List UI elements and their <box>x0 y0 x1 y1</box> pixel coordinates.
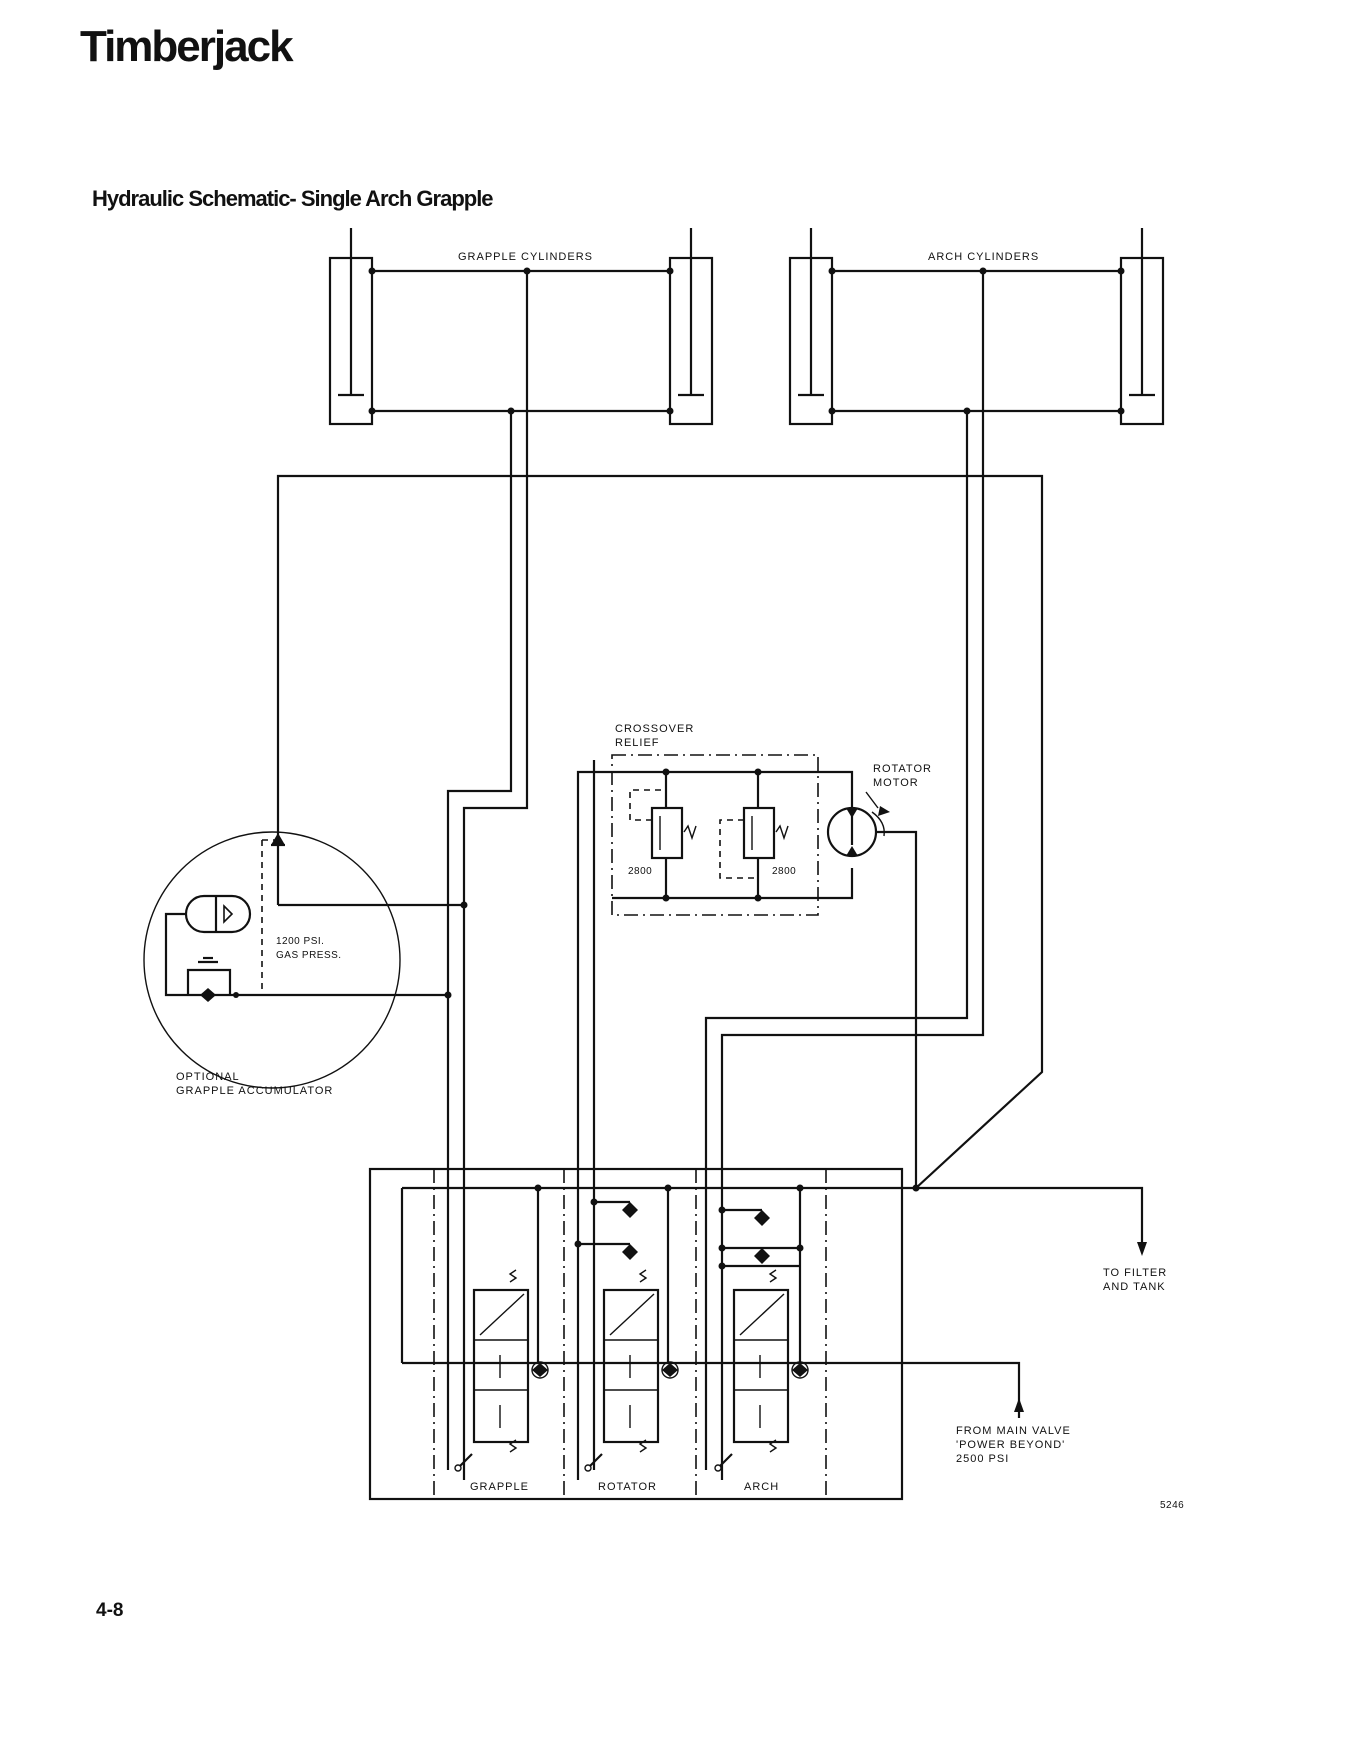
valve-arch-label: ARCH <box>744 1481 779 1493</box>
accumulator-callout-circle <box>144 832 400 1088</box>
relief-setting-right: 2800 <box>772 866 796 877</box>
accumulator-label-2: GRAPPLE ACCUMULATOR <box>176 1085 333 1097</box>
relief-valve-right <box>744 808 774 858</box>
accumulator-label-1: OPTIONAL <box>176 1071 240 1083</box>
accumulator-icon <box>186 896 250 932</box>
optional-accumulator <box>144 832 400 1088</box>
supply-arrow-icon <box>1014 1398 1024 1412</box>
valve-section-grapple <box>455 1185 548 1472</box>
crossover-relief-label-1: CROSSOVER <box>615 723 694 735</box>
to-filter-label-1: TO FILTER <box>1103 1267 1167 1279</box>
drawing-number: 5246 <box>1160 1500 1184 1511</box>
valve-section-rotator <box>575 1185 679 1472</box>
tank-arrow-icon <box>1137 1242 1147 1256</box>
arch-cylinders-label: ARCH CYLINDERS <box>928 251 1039 263</box>
to-filter-label-2: AND TANK <box>1103 1281 1166 1293</box>
page-number: 4-8 <box>96 1600 123 1622</box>
grapple-cylinders-label: GRAPPLE CYLINDERS <box>458 251 593 263</box>
rotator-motor <box>828 792 890 856</box>
crossover-relief-box <box>612 755 818 915</box>
crossover-relief <box>612 755 818 915</box>
gas-press-label-1: 1200 PSI. <box>276 936 324 947</box>
hydraulic-lines <box>236 271 1147 1480</box>
rotator-motor-label-1: ROTATOR <box>873 763 932 775</box>
valve-section-arch <box>715 1185 808 1472</box>
control-valve-bank <box>370 1169 916 1499</box>
valve-rotator-label: ROTATOR <box>598 1481 657 1493</box>
from-main-label-2: 'POWER BEYOND' <box>956 1439 1065 1451</box>
from-main-label-3: 2500 PSI <box>956 1453 1009 1465</box>
valve-bank-outline <box>370 1169 902 1499</box>
gas-press-label-2: GAS PRESS. <box>276 950 342 961</box>
valve-grapple-label: GRAPPLE <box>470 1481 529 1493</box>
relief-setting-left: 2800 <box>628 866 652 877</box>
check-valve-icon <box>200 988 216 1002</box>
crossover-relief-label-2: RELIEF <box>615 737 660 749</box>
rotator-motor-label-2: MOTOR <box>873 777 919 789</box>
from-main-label-1: FROM MAIN VALVE <box>956 1425 1071 1437</box>
relief-valve-left <box>652 808 682 858</box>
